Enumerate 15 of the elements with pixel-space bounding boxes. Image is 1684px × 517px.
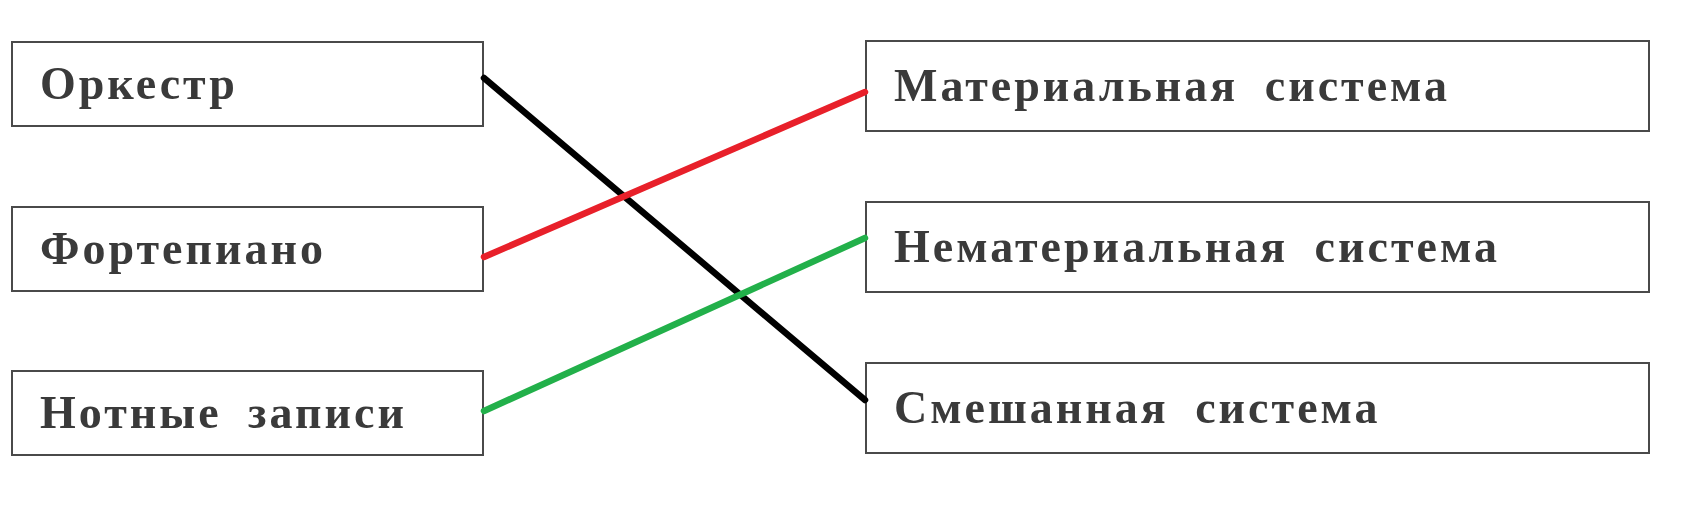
connecting-line	[480, 88, 869, 261]
answer-box	[865, 201, 1650, 293]
box-label: Нематериальная система	[894, 224, 1500, 270]
answer-box	[11, 370, 484, 456]
box-label: Смешанная система	[894, 385, 1381, 431]
box-label: Оркестр	[40, 61, 238, 107]
box-label: Фортепиано	[40, 226, 326, 272]
answer-box	[11, 41, 484, 127]
answer-box	[865, 362, 1650, 454]
answer-box	[865, 40, 1650, 132]
box-label: Нотные записи	[40, 390, 407, 436]
box-label: Материальная система	[894, 63, 1451, 109]
connecting-line	[480, 234, 869, 415]
answer-box	[11, 206, 484, 292]
connecting-line	[480, 74, 869, 404]
